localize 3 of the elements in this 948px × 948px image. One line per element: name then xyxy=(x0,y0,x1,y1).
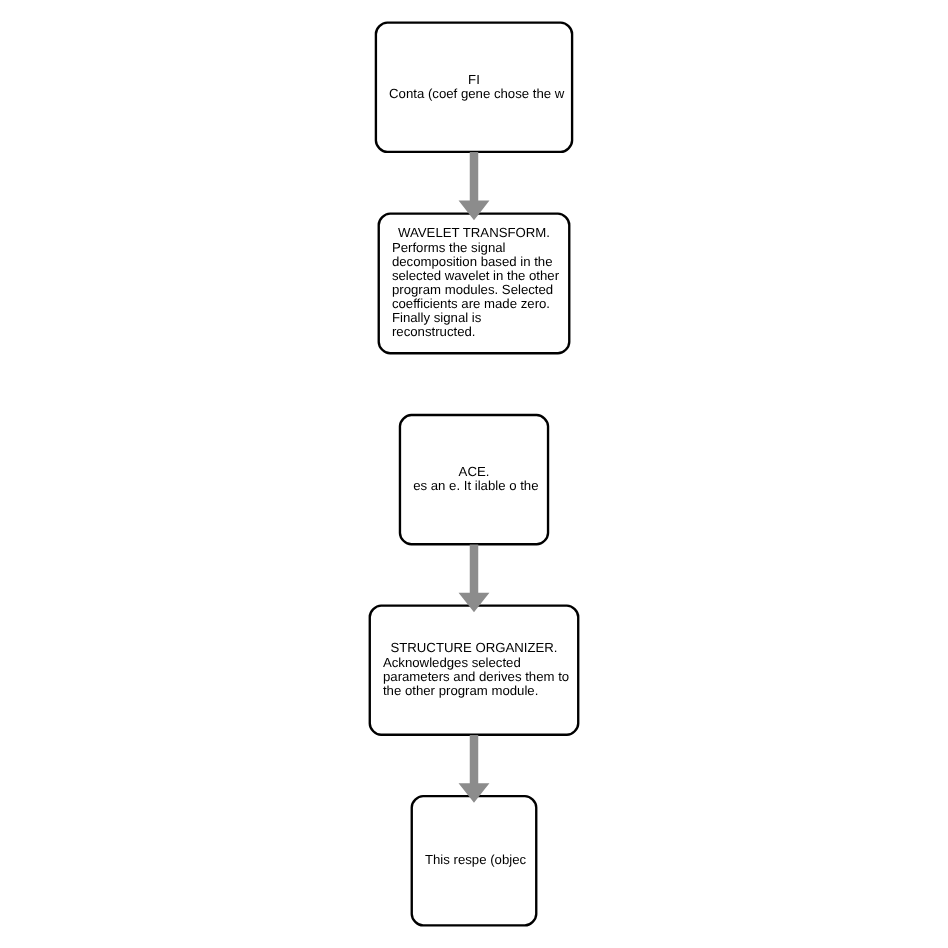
arrow xyxy=(458,544,490,613)
arrow xyxy=(458,735,490,803)
arrow xyxy=(458,152,490,221)
